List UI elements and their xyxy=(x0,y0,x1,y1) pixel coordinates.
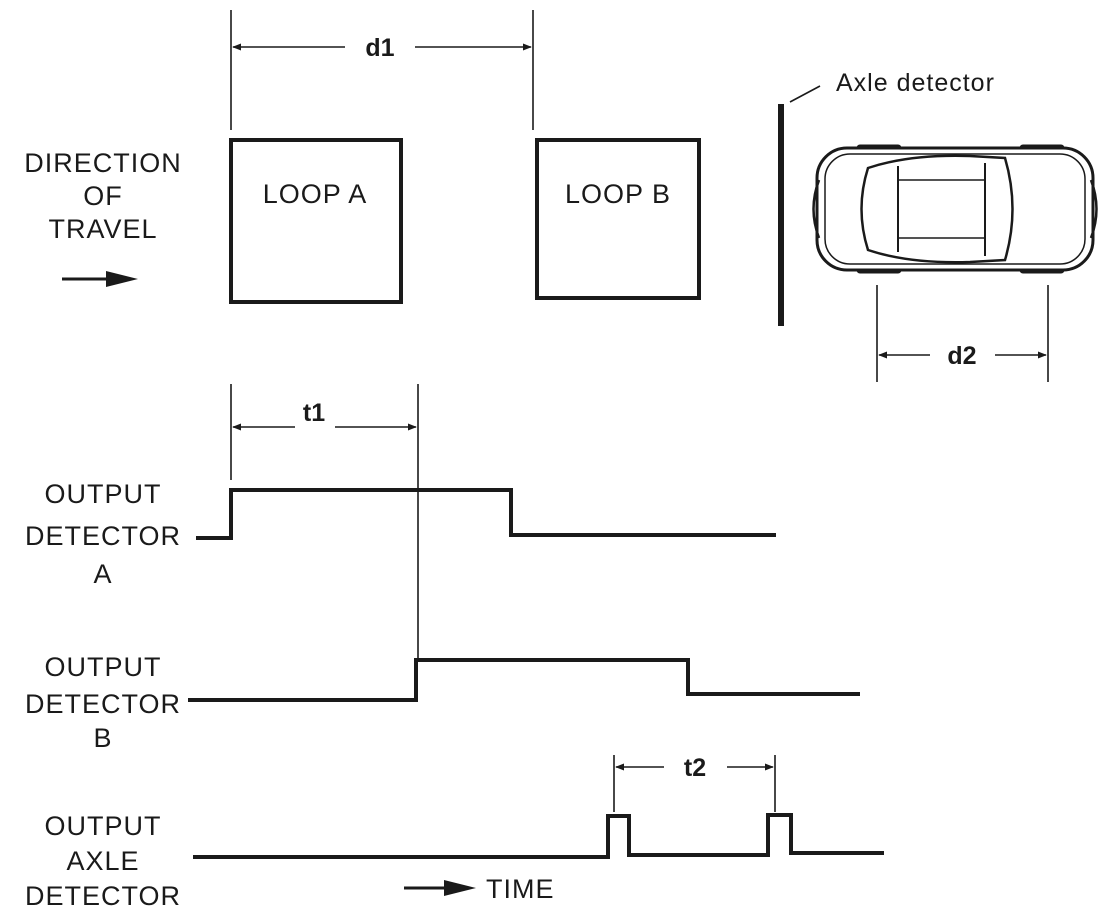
signal-axle-line3: DETECTOR xyxy=(25,881,181,911)
direction-arrow-icon xyxy=(62,271,138,287)
direction-line1: DIRECTION xyxy=(24,148,182,178)
signal-axle: OUTPUT AXLE DETECTOR xyxy=(25,811,884,911)
signal-a-line1: OUTPUT xyxy=(45,479,162,509)
signal-a-line2: DETECTOR xyxy=(25,521,181,551)
signal-b: OUTPUT DETECTOR B xyxy=(25,652,860,753)
time-arrow-icon xyxy=(404,880,476,896)
loop-b: LOOP B xyxy=(535,138,701,300)
t1-label: t1 xyxy=(303,399,325,427)
axle-detector: Axle detector xyxy=(778,69,995,326)
time-axis: TIME xyxy=(404,874,555,904)
t2-dimension: t2 xyxy=(613,754,776,812)
signal-axle-line1: OUTPUT xyxy=(45,811,162,841)
loop-a-label: LOOP A xyxy=(263,179,368,209)
loop-a: LOOP A xyxy=(229,138,403,304)
signal-b-line2: DETECTOR xyxy=(25,689,181,719)
d2-dimension: d2 xyxy=(876,285,1049,382)
loop-b-label: LOOP B xyxy=(565,179,671,209)
axle-detector-leader xyxy=(789,85,821,103)
loop-a-box xyxy=(229,138,403,304)
signal-b-line3: B xyxy=(93,723,112,753)
signal-axle-waveform xyxy=(193,813,884,859)
signal-a-line3: A xyxy=(93,559,112,589)
d2-label: d2 xyxy=(947,342,976,370)
t1-dimension: t1 xyxy=(230,384,419,662)
axle-detector-label: Axle detector xyxy=(836,69,995,97)
loop-b-box xyxy=(535,138,701,300)
t2-label: t2 xyxy=(684,754,706,782)
signal-axle-line2: AXLE xyxy=(66,846,139,876)
time-label: TIME xyxy=(486,874,555,904)
car-icon xyxy=(812,144,1098,274)
d1-dimension: d1 xyxy=(230,10,534,130)
signal-a-waveform xyxy=(196,488,776,540)
signal-b-waveform xyxy=(188,658,860,702)
signal-b-line1: OUTPUT xyxy=(45,652,162,682)
d1-label: d1 xyxy=(365,34,394,62)
direction-line3: TRAVEL xyxy=(48,214,157,244)
signal-a: OUTPUT DETECTOR A xyxy=(25,479,776,589)
direction-of-travel: DIRECTION OF TRAVEL xyxy=(24,148,182,287)
direction-line2: OF xyxy=(83,181,123,211)
